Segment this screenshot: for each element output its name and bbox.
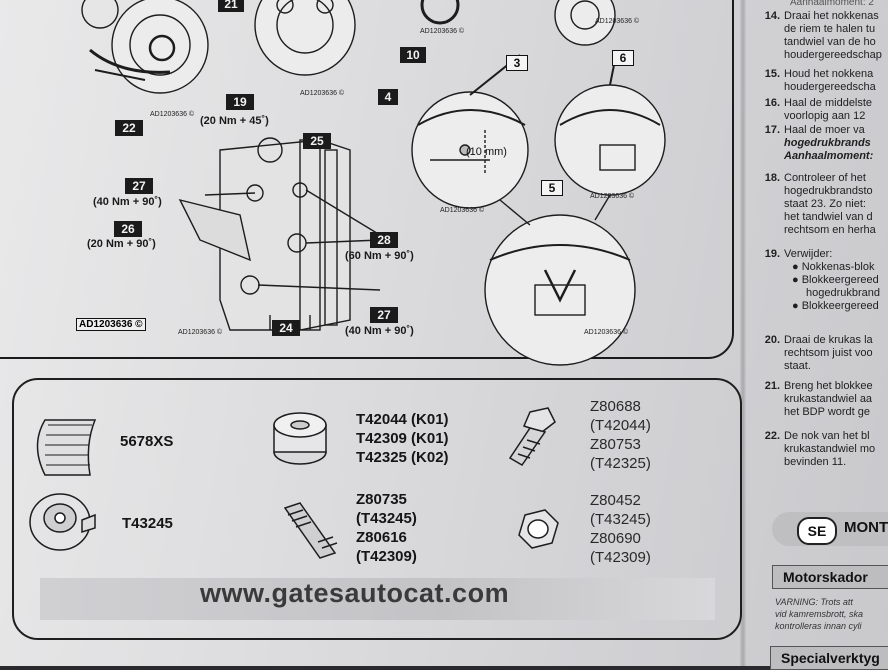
timing-belt-icon [36, 419, 97, 476]
ad-code-4: AD1203636 © [595, 18, 640, 25]
callout-26: 26 [114, 221, 142, 237]
callout-28: 28 [370, 232, 398, 248]
specialverktyg-heading: Specialverktyg [770, 646, 888, 670]
ad-code-8: AD1203636 © [584, 329, 629, 336]
idler-pulley-icon [273, 412, 327, 465]
step-21: 21.Breng het blokkee krukastandwiel aa h… [764, 380, 873, 418]
torque-28: (60 Nm + 90˚) [345, 250, 414, 262]
motorskador-heading: Motorskador [772, 565, 888, 589]
part-stud-code-4: (T42309) [356, 548, 417, 565]
parts-icons [29, 407, 559, 559]
nut-icon [518, 509, 559, 549]
step-22: 22.De nok van het bl krukastandwiel mo b… [764, 430, 876, 468]
warning-text: VARNING: Trots att vid kamremsbrott, ska… [775, 597, 864, 631]
ad-code-1: AD1203636 © [150, 111, 195, 118]
callout-10: 10 [400, 47, 426, 63]
step-20: 20.Draai de krukas la rechtsom juist voo… [764, 334, 873, 372]
callout-27-lower: 27 [370, 307, 398, 323]
step-14: 14.Draai het nokkenas de riem te halen t… [764, 10, 882, 61]
callout-24: 24 [272, 320, 300, 336]
callout-4: 4 [378, 89, 398, 105]
callout-3: 3 [506, 55, 528, 71]
part-idler-code-1: T42044 (K01) [356, 411, 449, 428]
callout-22: 22 [115, 120, 143, 136]
instruction-column: Aanhaalmoment: 2 14.Draai het nokkenas d… [760, 0, 888, 480]
part-idler-code-3: T42325 (K02) [356, 449, 449, 466]
torque-26: (20 Nm + 90˚) [87, 238, 156, 250]
part-nut-code-4: (T42309) [590, 549, 651, 566]
diagram-frame [0, 0, 734, 359]
callout-25: 25 [303, 133, 331, 149]
ad-code-5: AD1203636 © [440, 207, 485, 214]
callout-5: 5 [541, 180, 563, 196]
bolt-icon [508, 407, 556, 466]
tensioner-icon [29, 493, 96, 551]
torque-19: (20 Nm + 45˚) [200, 115, 269, 127]
ad-code-7: AD1203636 © [178, 329, 223, 336]
torque-27-lower: (40 Nm + 90˚) [345, 325, 414, 337]
part-tensioner-code: T43245 [122, 515, 173, 532]
se-language-badge: SE [797, 517, 837, 545]
step-19: 19.Verwijder: ● Nokkenas-blok ● Blokkeer… [764, 248, 881, 312]
part-bolt-code-3: Z80753 [590, 436, 641, 453]
part-idler-code-2: T42309 (K01) [356, 430, 449, 447]
part-bolt-code-1: Z80688 [590, 398, 641, 415]
callout-19: 19 [226, 94, 254, 110]
parts-list-frame [12, 378, 742, 640]
step-16: 16.Haal de middelste voorlopig aan 12 [764, 97, 873, 122]
website-url[interactable]: www.gatesautocat.com [200, 578, 510, 608]
part-stud-code-2: (T43245) [356, 510, 417, 527]
engine-timing-diagram [81, 0, 666, 366]
step-18: 18.Controleer of het hogedrukbrandsto st… [764, 172, 876, 236]
part-nut-code-2: (T43245) [590, 511, 651, 528]
step-15: 15.Houd het nokkena houdergereedscha [764, 68, 876, 93]
paper-fold [740, 0, 746, 666]
part-nut-code-1: Z80452 [590, 492, 641, 509]
step-17: 17.Haal de moer va hogedrukbrands Aanhaa… [764, 124, 874, 162]
callout-21: 21 [218, 0, 244, 12]
measurement-10mm: (10 mm) [466, 146, 507, 158]
part-nut-code-3: Z80690 [590, 530, 641, 547]
ad-code-box: AD1203636 © [76, 318, 146, 331]
callout-6: 6 [612, 50, 634, 66]
ad-code-2: AD1203636 © [300, 90, 345, 97]
se-section-title: MONT [844, 519, 888, 536]
part-stud-code-3: Z80616 [356, 529, 407, 546]
callout-27-upper: 27 [125, 178, 153, 194]
part-stud-code-1: Z80735 [356, 491, 407, 508]
website-banner [40, 578, 715, 620]
part-bolt-code-4: (T42325) [590, 455, 651, 472]
torque-27-upper: (40 Nm + 90˚) [93, 196, 162, 208]
part-belt-code: 5678XS [120, 433, 174, 450]
ad-code-3: AD1203636 © [420, 28, 465, 35]
stud-icon [283, 502, 338, 559]
step-top-fragment: Aanhaalmoment: 2 [790, 0, 874, 8]
part-bolt-code-2: (T42044) [590, 417, 651, 434]
ad-code-6: AD1203636 © [590, 193, 635, 200]
